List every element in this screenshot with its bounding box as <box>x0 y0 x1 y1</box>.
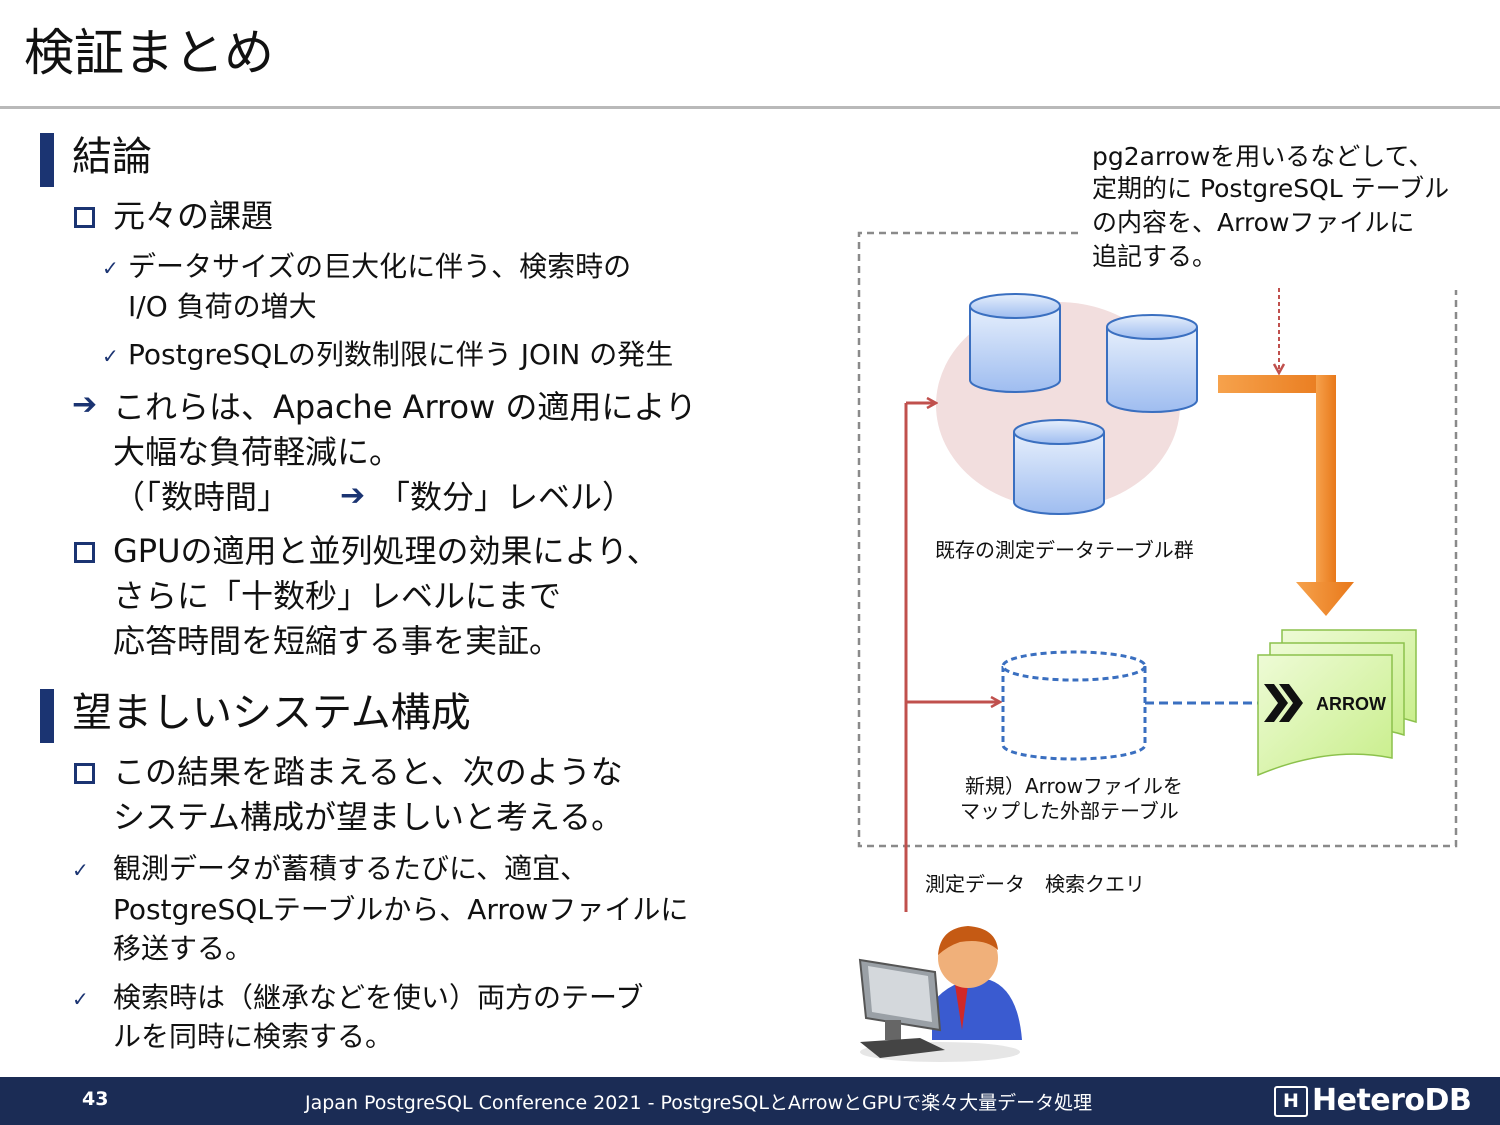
bullet-text: さらに「十数秒」レベルにまで <box>113 577 562 615</box>
bullet-text: この結果を踏まえると、次のような <box>113 753 623 791</box>
check-text: 移送する。 <box>113 932 254 965</box>
orange-flow-arrow <box>1218 375 1354 616</box>
checkmark-icon: ✓ <box>72 858 89 882</box>
check-text: ルを同時に検索する。 <box>113 1020 394 1053</box>
note-text: の内容を、Arrowファイルに <box>1092 208 1415 237</box>
page-number: 43 <box>82 1088 109 1110</box>
checkmark-icon: ✓ <box>102 344 119 368</box>
note-text: 定期的に PostgreSQL テーブル <box>1092 174 1450 203</box>
section-heading-conclusion: 結論 <box>72 134 152 180</box>
checkmark-icon: ✓ <box>102 256 119 280</box>
right-arrow-icon: ➔ <box>72 387 98 422</box>
check-text: 検索時は（継承などを使い）両方のテーブ <box>113 981 644 1014</box>
arrow-text: （「数時間」 <box>113 478 290 516</box>
square-bullet-icon <box>74 207 95 228</box>
footer-bar <box>0 1077 1500 1125</box>
system-boundary-box <box>857 231 1458 848</box>
arrow-file-icon <box>1257 629 1417 777</box>
database-cylinder-icon <box>1013 419 1105 515</box>
query-label: 測定データ 検索クエリ <box>925 872 1145 896</box>
arrow-file-label: ARROW <box>1316 694 1386 714</box>
new-table-label: マップした外部テーブル <box>960 799 1179 823</box>
right-arrow-icon: ➔ <box>340 478 366 513</box>
user-computer-icon <box>858 926 1022 1062</box>
existing-tables-label: 既存の測定データテーブル群 <box>935 538 1194 562</box>
arrow-text: 「数分」レベル） <box>378 478 635 516</box>
arrow-text: これらは、Apache Arrow の適用により <box>113 388 697 426</box>
section-marker <box>40 689 54 743</box>
bullet-text: 元々の課題 <box>113 197 274 235</box>
bullet-text: GPUの適用と並列処理の効果により、 <box>113 532 659 570</box>
sub-bullet-text: PostgreSQLの列数制限に伴う JOIN の発生 <box>128 338 674 371</box>
new-table-label: 新規）Arrowファイルを <box>965 774 1183 798</box>
sub-bullet-text: データサイズの巨大化に伴う、検索時の <box>128 250 632 283</box>
database-cylinder-icon <box>1106 314 1198 413</box>
database-cylinder-icon <box>969 293 1061 393</box>
foreign-table-cylinder-icon <box>1001 650 1147 761</box>
checkmark-icon: ✓ <box>72 987 89 1011</box>
note-text: pg2arrowを用いるなどして、 <box>1092 142 1434 171</box>
footer-text: Japan PostgreSQL Conference 2021 - Postg… <box>305 1092 1093 1114</box>
heterodb-logo-icon: H <box>1274 1086 1308 1117</box>
square-bullet-icon <box>74 542 95 563</box>
heterodb-logo-text: HeteroDB <box>1312 1083 1472 1118</box>
bullet-text: 応答時間を短縮する事を実証。 <box>113 622 562 660</box>
note-text: 追記する。 <box>1092 242 1218 271</box>
slide-title: 検証まとめ <box>24 24 274 82</box>
bullet-text: システム構成が望ましいと考える。 <box>113 798 624 836</box>
arrow-text: 大幅な負荷軽減に。 <box>113 433 402 471</box>
square-bullet-icon <box>74 763 95 784</box>
section-marker <box>40 133 54 187</box>
query-path-arrow <box>904 403 1000 912</box>
sub-bullet-text: I/O 負荷の増大 <box>128 290 317 323</box>
title-divider <box>0 106 1500 109</box>
section-heading-system: 望ましいシステム構成 <box>72 690 471 736</box>
check-text: PostgreSQLテーブルから、Arrowファイルに <box>113 893 689 926</box>
check-text: 観測データが蓄積するたびに、適宜、 <box>113 852 589 885</box>
arrow-logo-chevrons-icon <box>1264 684 1303 722</box>
